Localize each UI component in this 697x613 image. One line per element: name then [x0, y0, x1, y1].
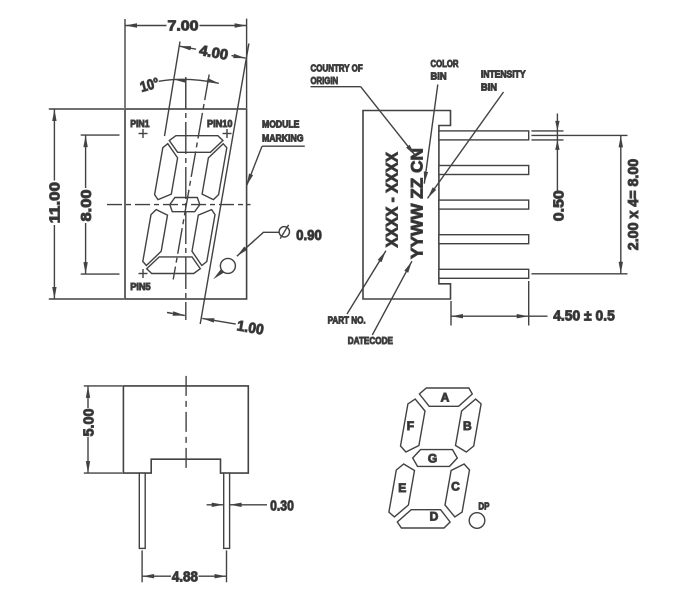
svg-text:4.00: 4.00	[198, 43, 229, 64]
svg-text:INTENSITY: INTENSITY	[481, 70, 526, 81]
svg-text:MARKING: MARKING	[262, 134, 304, 145]
svg-text:COLOR: COLOR	[431, 59, 459, 70]
svg-text:8.00: 8.00	[79, 190, 95, 222]
svg-text:COUNTRY OF: COUNTRY OF	[311, 63, 363, 74]
svg-text:5.00: 5.00	[82, 409, 98, 437]
svg-text:G: G	[428, 451, 437, 465]
svg-text:1.00: 1.00	[236, 318, 265, 338]
svg-text:PIN5: PIN5	[130, 282, 151, 293]
svg-text:4.88: 4.88	[172, 570, 198, 586]
svg-text:DP: DP	[478, 502, 489, 513]
svg-text:MODULE: MODULE	[262, 119, 299, 130]
svg-text:PIN10: PIN10	[207, 119, 233, 130]
svg-text:ORIGIN: ORIGIN	[311, 76, 339, 87]
svg-text:PIN1: PIN1	[130, 119, 149, 130]
svg-text:11.00: 11.00	[48, 182, 64, 223]
svg-text:B: B	[463, 419, 472, 433]
svg-text:0.90: 0.90	[296, 228, 322, 244]
svg-text:XXXX - XXXX: XXXX - XXXX	[382, 151, 401, 247]
svg-text:0.50: 0.50	[551, 190, 567, 221]
svg-text:E: E	[398, 481, 406, 495]
svg-text:PART NO.: PART NO.	[328, 316, 366, 327]
svg-text:DATECODE: DATECODE	[348, 336, 393, 347]
svg-text:BIN: BIN	[431, 71, 447, 82]
svg-text:A: A	[441, 390, 450, 404]
svg-text:BIN: BIN	[481, 83, 497, 94]
svg-text:F: F	[407, 419, 414, 433]
svg-text:YYWW ZZ CN: YYWW ZZ CN	[408, 148, 427, 259]
svg-text:4.50 ± 0.5: 4.50 ± 0.5	[553, 309, 615, 325]
svg-text:0.30: 0.30	[270, 499, 294, 515]
svg-text:D: D	[430, 510, 439, 524]
svg-text:2.00 x 4= 8.00: 2.00 x 4= 8.00	[626, 159, 642, 250]
svg-text:10°: 10°	[139, 75, 162, 95]
svg-text:7.00: 7.00	[168, 19, 199, 35]
svg-text:C: C	[451, 480, 460, 494]
